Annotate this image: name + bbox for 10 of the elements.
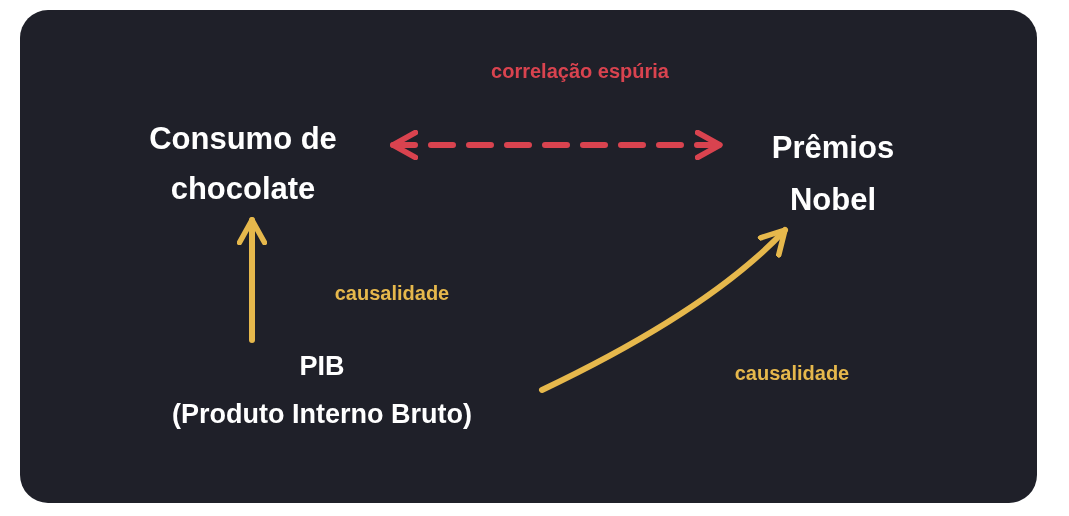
edge-label: correlação espúria [491, 60, 669, 83]
arrow [390, 129, 723, 161]
node-label: Prêmios Nobel [770, 129, 896, 219]
edge-label: causalidade [734, 362, 850, 385]
arrow [539, 227, 788, 393]
node-label: Consumo de chocolate [148, 120, 338, 208]
arrow [236, 217, 268, 343]
node-label: (Produto Interno Bruto) [172, 398, 472, 431]
edge-label: causalidade [334, 282, 450, 305]
node-label: PIB [299, 350, 345, 383]
